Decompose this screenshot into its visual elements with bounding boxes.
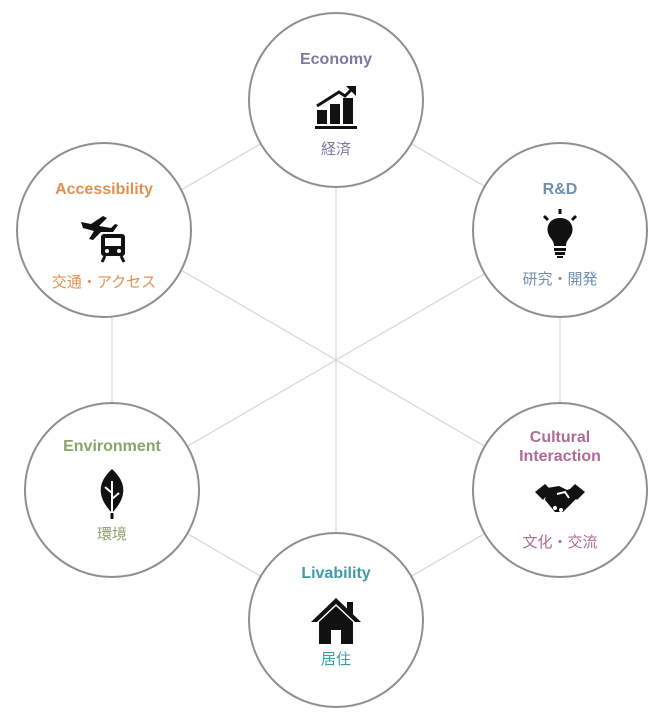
- handshake-icon: [533, 472, 587, 526]
- house-icon: [309, 594, 363, 648]
- bar-chart-rising-icon: [309, 80, 363, 134]
- leaf-icon: [85, 467, 139, 521]
- node-economy-title: Economy: [299, 51, 372, 68]
- node-environment: Environment 環境: [24, 402, 200, 578]
- node-cultural-subtitle: 文化・交流: [522, 534, 598, 551]
- node-livability-subtitle: 居住: [320, 651, 351, 668]
- node-environment-title: Environment: [63, 438, 161, 455]
- node-rnd-title: R&D: [542, 181, 578, 198]
- node-livability-title: Livability: [301, 565, 371, 582]
- node-rnd-subtitle: 研究・開発: [522, 271, 598, 288]
- node-accessibility: Accessibility 交通・アクセス: [16, 142, 192, 318]
- lightbulb-icon: [533, 206, 587, 260]
- node-cultural-interaction: Cultural Interaction 文化・交流: [472, 402, 648, 578]
- node-economy-subtitle: 経済: [320, 141, 351, 158]
- node-cultural-title: Cultural Interaction: [519, 429, 601, 465]
- node-economy: Economy 経済: [248, 12, 424, 188]
- node-accessibility-subtitle: 交通・アクセス: [51, 274, 157, 291]
- node-livability: Livability 居住: [248, 532, 424, 708]
- node-rnd: R&D 研究・開発: [472, 142, 648, 318]
- node-accessibility-title: Accessibility: [55, 181, 153, 198]
- node-environment-subtitle: 環境: [96, 526, 127, 543]
- plane-train-icon: [77, 210, 131, 264]
